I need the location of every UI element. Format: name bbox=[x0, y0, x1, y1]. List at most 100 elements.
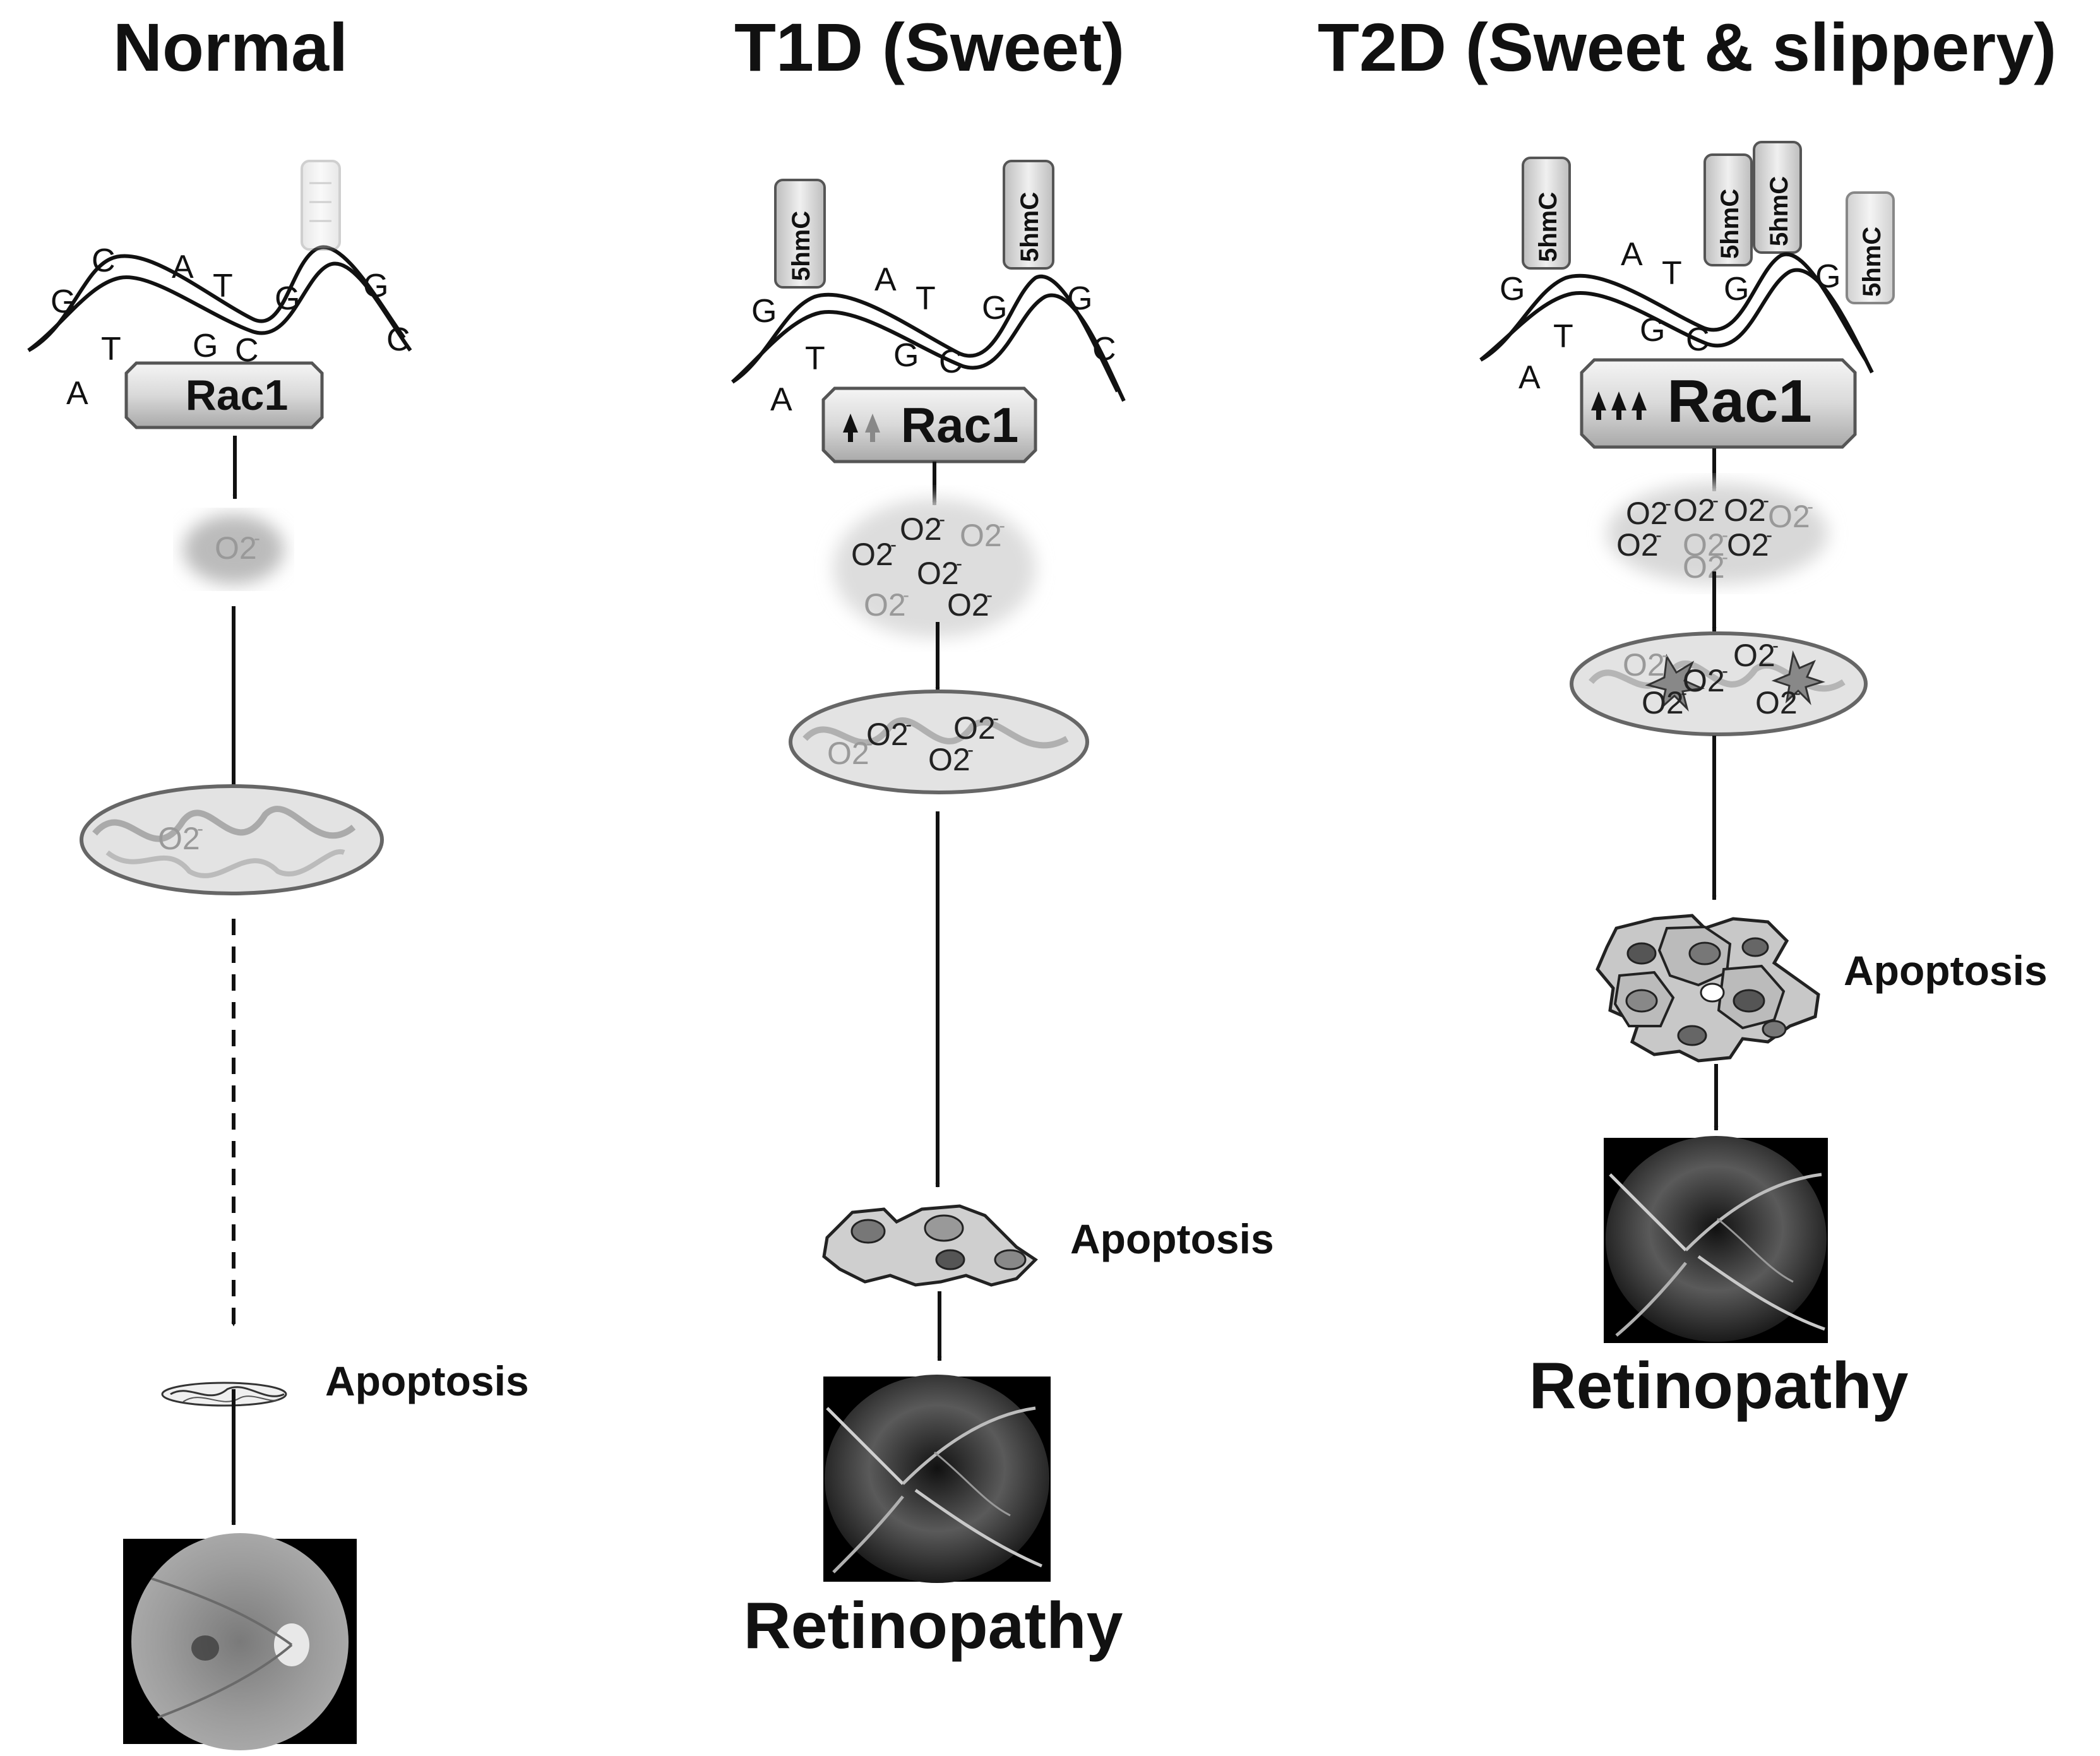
svg-text:-: - bbox=[1662, 645, 1668, 666]
svg-text:G: G bbox=[982, 290, 1007, 326]
svg-text:A: A bbox=[1621, 236, 1643, 273]
svg-text:-: - bbox=[1763, 490, 1769, 511]
up-arrow-icon bbox=[1611, 391, 1626, 420]
column-t2d: T2D (Sweet & slippery) 5hmC 5hmC 5hmC 5h… bbox=[1318, 9, 2056, 1423]
svg-text:T: T bbox=[1662, 255, 1682, 292]
svg-text:C: C bbox=[386, 321, 410, 358]
svg-text:5hmC: 5hmC bbox=[1016, 192, 1044, 262]
svg-text:A: A bbox=[172, 249, 194, 285]
svg-text:5hmC: 5hmC bbox=[787, 211, 815, 281]
svg-text:-: - bbox=[967, 739, 974, 760]
svg-text:G: G bbox=[1500, 271, 1525, 308]
svg-text:5hmC: 5hmC bbox=[1765, 176, 1793, 246]
dna-bases-t1d: G A T G G C A T G C bbox=[751, 261, 1116, 418]
svg-text:O2: O2 bbox=[1626, 496, 1668, 531]
apoptosis-label-t1d: Apoptosis bbox=[1070, 1215, 1274, 1262]
rac1-label-t1d: Rac1 bbox=[901, 397, 1018, 453]
svg-text:C: C bbox=[1092, 331, 1116, 367]
rac1-chip-normal: Rac1 bbox=[124, 361, 324, 429]
svg-text:G: G bbox=[1815, 258, 1840, 295]
svg-text:G: G bbox=[275, 280, 300, 317]
svg-text:-: - bbox=[1807, 496, 1813, 517]
svg-text:O2: O2 bbox=[864, 587, 906, 623]
svg-text:O2: O2 bbox=[1733, 638, 1775, 673]
svg-text:-: - bbox=[993, 708, 999, 729]
methyl-tag-t2d-1: 5hmC bbox=[1522, 157, 1571, 270]
up-arrow-icon bbox=[1591, 391, 1606, 420]
methyl-tag-t2d-4: 5hmC bbox=[1846, 191, 1895, 304]
superoxide-cloud-normal: O2 - bbox=[183, 515, 284, 584]
svg-text:-: - bbox=[905, 714, 912, 735]
svg-text:O2: O2 bbox=[947, 587, 989, 623]
svg-text:O2: O2 bbox=[1642, 685, 1684, 720]
svg-text:G: G bbox=[751, 293, 777, 330]
svg-text:O2: O2 bbox=[953, 710, 996, 746]
svg-text:O2: O2 bbox=[1755, 685, 1798, 720]
rac1-chip-t2d: Rac1 bbox=[1580, 358, 1857, 449]
svg-text:-: - bbox=[1722, 525, 1728, 546]
column-title-t1d: T1D (Sweet) bbox=[734, 9, 1125, 85]
svg-text:-: - bbox=[903, 585, 909, 606]
svg-text:C: C bbox=[939, 343, 963, 380]
svg-text:O2: O2 bbox=[1768, 499, 1810, 534]
svg-text:O2: O2 bbox=[1673, 493, 1715, 528]
up-arrow-icon bbox=[843, 414, 858, 442]
svg-text:G: G bbox=[1067, 280, 1092, 317]
dna-strand-normal bbox=[27, 245, 412, 352]
rac1-label-normal: Rac1 bbox=[186, 371, 289, 419]
dna-strand-t1d bbox=[731, 274, 1126, 402]
svg-text:C: C bbox=[1686, 321, 1710, 358]
apoptotic-cells-normal bbox=[161, 1382, 287, 1407]
retinopathy-label-t1d: Retinopathy bbox=[744, 1589, 1123, 1663]
svg-text:-: - bbox=[866, 733, 873, 754]
svg-text:A: A bbox=[770, 381, 792, 418]
fundus-image-normal bbox=[123, 1533, 357, 1750]
apoptosis-label-normal: Apoptosis bbox=[325, 1358, 529, 1404]
svg-text:T: T bbox=[916, 280, 936, 317]
svg-text:T: T bbox=[1553, 318, 1573, 355]
svg-text:T: T bbox=[805, 340, 825, 377]
superoxide-cloud-t2d: O2- O2- O2- O2- O2- O2- O2- O2- bbox=[1607, 483, 1828, 585]
svg-text:-: - bbox=[1656, 525, 1662, 546]
up-arrow-icon bbox=[865, 414, 880, 442]
dna-strand-t2d bbox=[1479, 252, 1874, 374]
methyl-tag-t1d-1: 5hmC bbox=[774, 179, 826, 289]
svg-text:T: T bbox=[101, 331, 121, 367]
svg-text:-: - bbox=[956, 553, 962, 574]
methyl-tag-normal bbox=[301, 160, 341, 251]
svg-text:O2: O2 bbox=[1683, 549, 1725, 585]
svg-text:O2: O2 bbox=[1724, 493, 1766, 528]
superoxide-cloud-t1d: O2- O2- O2- O2- O2- O2- bbox=[833, 499, 1035, 638]
fundus-image-t1d bbox=[823, 1375, 1051, 1583]
svg-text:O2: O2 bbox=[1727, 527, 1769, 563]
svg-text:O2: O2 bbox=[158, 821, 200, 856]
apoptotic-cells-t1d bbox=[822, 1204, 1038, 1287]
svg-text:G: G bbox=[193, 328, 218, 364]
svg-text:O2: O2 bbox=[900, 511, 942, 547]
apoptotic-cells-t2d bbox=[1596, 914, 1820, 1063]
svg-text:5hmC: 5hmC bbox=[1716, 189, 1744, 259]
svg-text:-: - bbox=[1766, 525, 1772, 546]
svg-text:G: G bbox=[1640, 312, 1665, 349]
svg-text:G: G bbox=[51, 284, 76, 320]
svg-text:A: A bbox=[1518, 359, 1541, 396]
mitochondrion-t1d: O2- O2- O2- O2- bbox=[789, 690, 1089, 794]
svg-text:-: - bbox=[1722, 547, 1728, 568]
svg-text:T: T bbox=[213, 268, 233, 304]
svg-text:-: - bbox=[1665, 493, 1671, 514]
svg-text:O2: O2 bbox=[1683, 663, 1725, 698]
svg-text:O2: O2 bbox=[866, 717, 909, 752]
methyl-tag-t1d-2: 5hmC bbox=[1003, 160, 1054, 270]
svg-text:O2: O2 bbox=[851, 537, 893, 572]
fundus-image-t2d bbox=[1604, 1136, 1828, 1343]
svg-text:O2: O2 bbox=[215, 530, 257, 566]
svg-text:O2: O2 bbox=[1616, 527, 1659, 563]
svg-text:5hmC: 5hmC bbox=[1534, 192, 1562, 262]
column-t1d: T1D (Sweet) 5hmC 5hmC G A T G G C A T G … bbox=[731, 9, 1274, 1663]
svg-text:-: - bbox=[1794, 683, 1801, 703]
svg-text:O2: O2 bbox=[827, 736, 869, 771]
svg-text:O2: O2 bbox=[960, 518, 1002, 553]
svg-text:O2: O2 bbox=[928, 742, 970, 777]
retinopathy-label-t2d: Retinopathy bbox=[1529, 1349, 1909, 1423]
svg-text:-: - bbox=[254, 528, 260, 549]
